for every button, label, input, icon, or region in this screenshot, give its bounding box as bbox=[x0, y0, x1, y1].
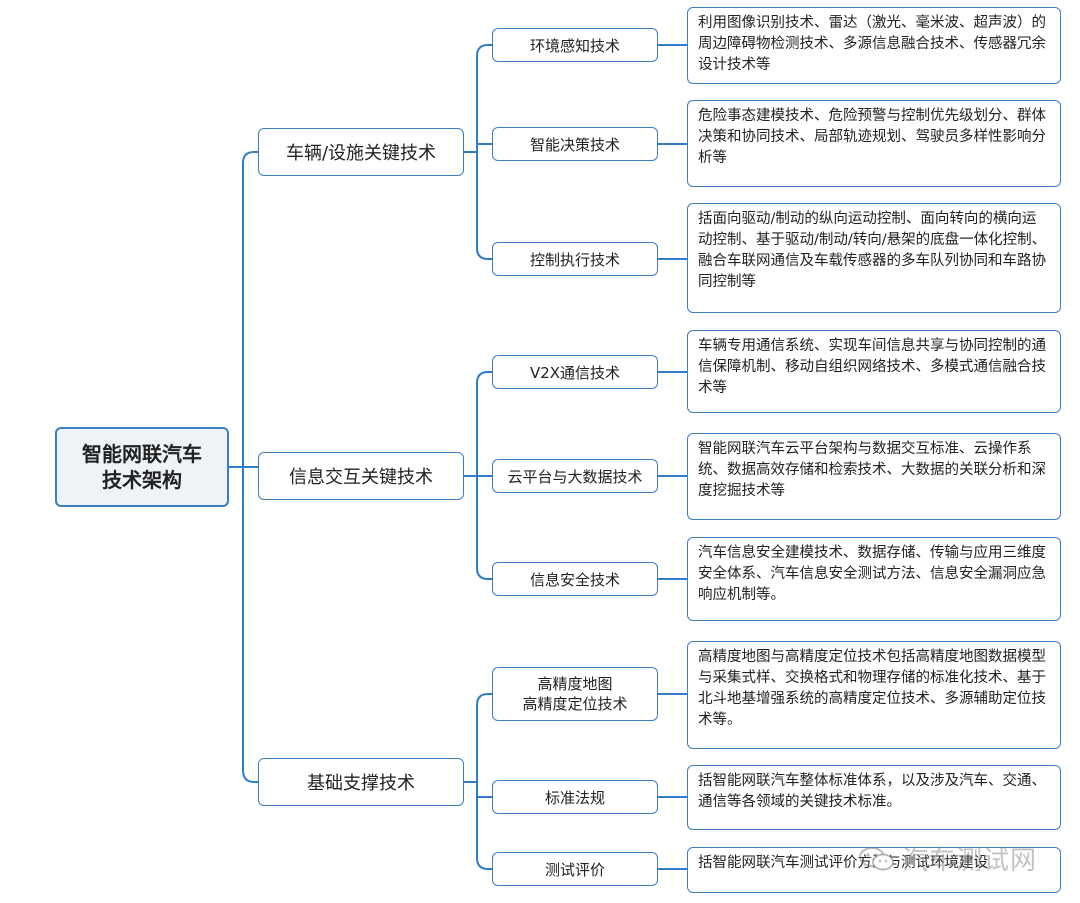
branch-information-interaction: 信息交互关键技术 bbox=[258, 452, 464, 500]
node-standards-regulations: 标准法规 bbox=[492, 780, 658, 814]
desc-v2x-communication: 车辆专用通信系统、实现车间信息共享与协同控制的通信保障机制、移动自组织网络技术、… bbox=[687, 330, 1061, 413]
desc-testing-evaluation: 括智能网联汽车测试评价方法与测试环境建设 bbox=[687, 847, 1061, 893]
desc-information-security: 汽车信息安全建模技术、数据存储、传输与应用三维度安全体系、汽车信息安全测试方法、… bbox=[687, 537, 1061, 621]
branch-foundation-support: 基础支撑技术 bbox=[258, 758, 464, 806]
desc-environment-perception: 利用图像识别技术、雷达（激光、毫米波、超声波）的周边障碍物检测技术、多源信息融合… bbox=[687, 7, 1061, 84]
node-testing-evaluation: 测试评价 bbox=[492, 852, 658, 886]
node-cloud-bigdata: 云平台与大数据技术 bbox=[492, 459, 658, 493]
node-label: 测试评价 bbox=[544, 860, 605, 879]
root-title-line2: 技术架构 bbox=[102, 468, 182, 492]
root-node: 智能网联汽车 技术架构 bbox=[55, 427, 229, 507]
node-information-security: 信息安全技术 bbox=[492, 562, 658, 596]
branch-label: 基础支撑技术 bbox=[307, 773, 415, 794]
node-label-line1: 高精度地图 bbox=[537, 675, 613, 693]
node-hd-map-positioning: 高精度地图 高精度定位技术 bbox=[492, 667, 658, 721]
desc-cloud-bigdata: 智能网联汽车云平台架构与数据交互标准、云操作系统、数据高效存储和检索技术、大数据… bbox=[687, 433, 1061, 520]
node-label: 标准法规 bbox=[544, 788, 605, 807]
node-intelligent-decision: 智能决策技术 bbox=[492, 127, 658, 161]
node-label: 云平台与大数据技术 bbox=[507, 467, 643, 486]
watermark-text: 汽车测试网 bbox=[902, 846, 1038, 876]
branch-vehicle-facility: 车辆/设施关键技术 bbox=[258, 128, 464, 176]
node-label-line2: 高精度定位技术 bbox=[522, 695, 628, 713]
wechat-icon bbox=[859, 846, 894, 870]
branch-label: 车辆/设施关键技术 bbox=[285, 143, 437, 164]
desc-hd-map-positioning: 高精度地图与高精度定位技术包括高精度地图数据模型与采集式样、交换格式和物理存储的… bbox=[687, 641, 1061, 749]
node-label: 智能决策技术 bbox=[529, 135, 620, 154]
root-title-line1: 智能网联汽车 bbox=[82, 442, 202, 466]
node-v2x-communication: V2X通信技术 bbox=[492, 355, 658, 389]
desc-control-execution: 括面向驱动/制动的纵向运动控制、面向转向的横向运动控制、基于驱动/制动/转向/悬… bbox=[687, 203, 1061, 313]
node-label: 信息安全技术 bbox=[529, 570, 620, 589]
desc-intelligent-decision: 危险事态建模技术、危险预警与控制优先级划分、群体决策和协同技术、局部轨迹规划、驾… bbox=[687, 100, 1061, 187]
node-label: 环境感知技术 bbox=[529, 36, 620, 55]
node-label: 控制执行技术 bbox=[529, 250, 620, 269]
desc-standards-regulations: 括智能网联汽车整体标准体系，以及涉及汽车、交通、通信等各领域的关键技术标准。 bbox=[687, 765, 1061, 830]
node-environment-perception: 环境感知技术 bbox=[492, 28, 658, 62]
watermark: 汽车测试网 bbox=[858, 840, 1037, 877]
node-label: V2X通信技术 bbox=[529, 363, 621, 382]
node-control-execution: 控制执行技术 bbox=[492, 242, 658, 276]
branch-label: 信息交互关键技术 bbox=[289, 467, 433, 488]
